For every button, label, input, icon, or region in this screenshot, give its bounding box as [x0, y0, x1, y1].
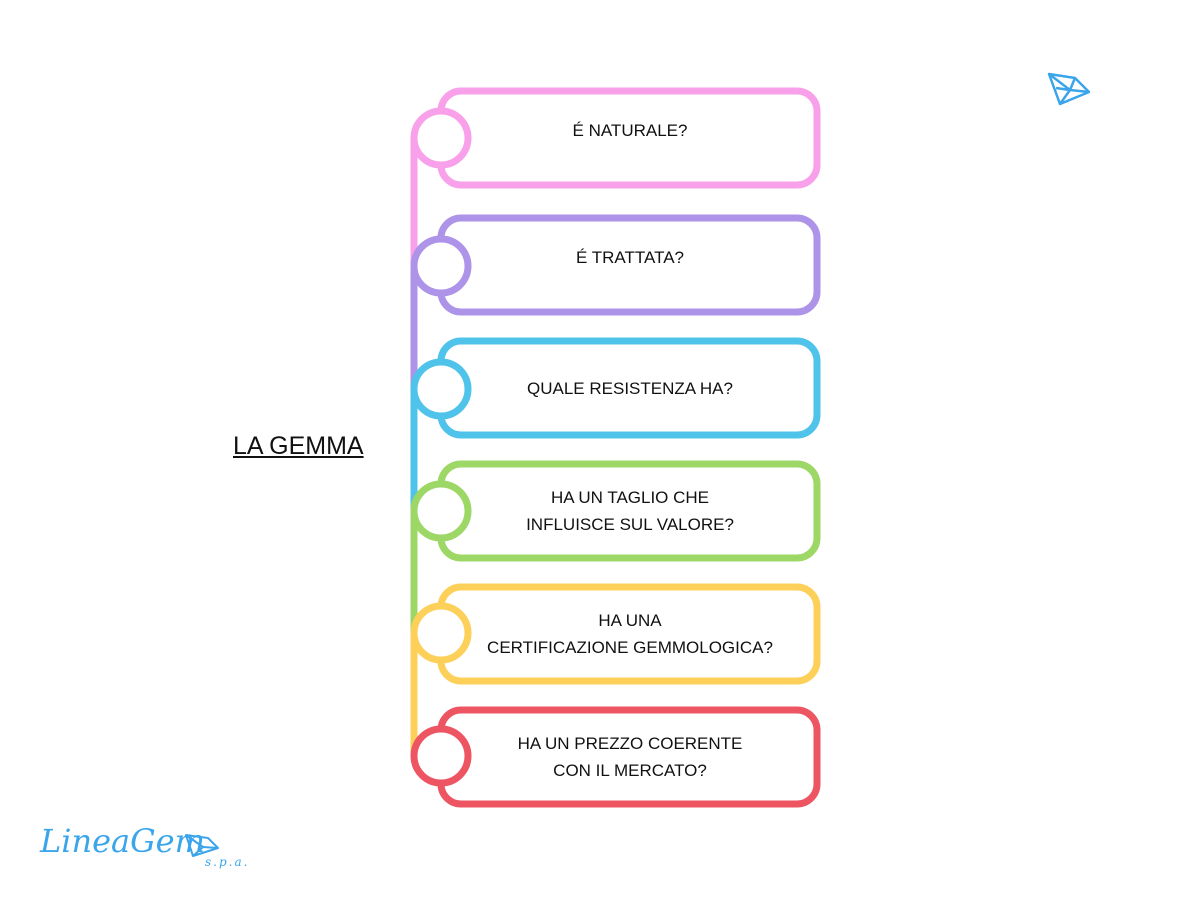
- step-label: QUALE RESISTENZA HA?: [440, 375, 820, 402]
- step-label-line: HA UN TAGLIO CHE: [550, 488, 710, 507]
- step-label-line: CON IL MERCATO?: [553, 761, 707, 780]
- company-logo-suffix: s.p.a.: [205, 855, 250, 869]
- step-label-line: HA UNA: [598, 611, 662, 630]
- company-logo: LineaGem: [40, 822, 205, 860]
- step-label-line: HA UN PREZZO COERENTE: [517, 734, 743, 753]
- step-node: [410, 235, 472, 297]
- step-label-line: CERTIFICAZIONE GEMMOLOGICA?: [487, 638, 773, 657]
- diamond-icon: [1047, 72, 1091, 106]
- step-label-line: É NATURALE?: [572, 120, 688, 140]
- step-label-line: QUALE RESISTENZA HA?: [527, 378, 733, 398]
- step-label: É TRATTATA?: [440, 244, 820, 271]
- step-label: É NATURALE?: [440, 117, 820, 144]
- step-label-line: É TRATTATA?: [576, 247, 684, 267]
- step-node: [410, 358, 472, 420]
- step-node: [410, 725, 472, 787]
- step-label: HA UN TAGLIO CHE INFLUISCE SUL VALORE?: [440, 484, 820, 538]
- diagram-title: LA GEMMA: [233, 432, 364, 460]
- step-label-line: INFLUISCE SUL VALORE?: [526, 515, 734, 534]
- step-node: [410, 480, 472, 542]
- step-node: [410, 602, 472, 664]
- logo-diamond-icon: [185, 834, 219, 857]
- step-label: HA UN PREZZO COERENTE CON IL MERCATO?: [440, 730, 820, 784]
- step-label: HA UNA CERTIFICAZIONE GEMMOLOGICA?: [440, 607, 820, 661]
- step-node: [410, 107, 472, 169]
